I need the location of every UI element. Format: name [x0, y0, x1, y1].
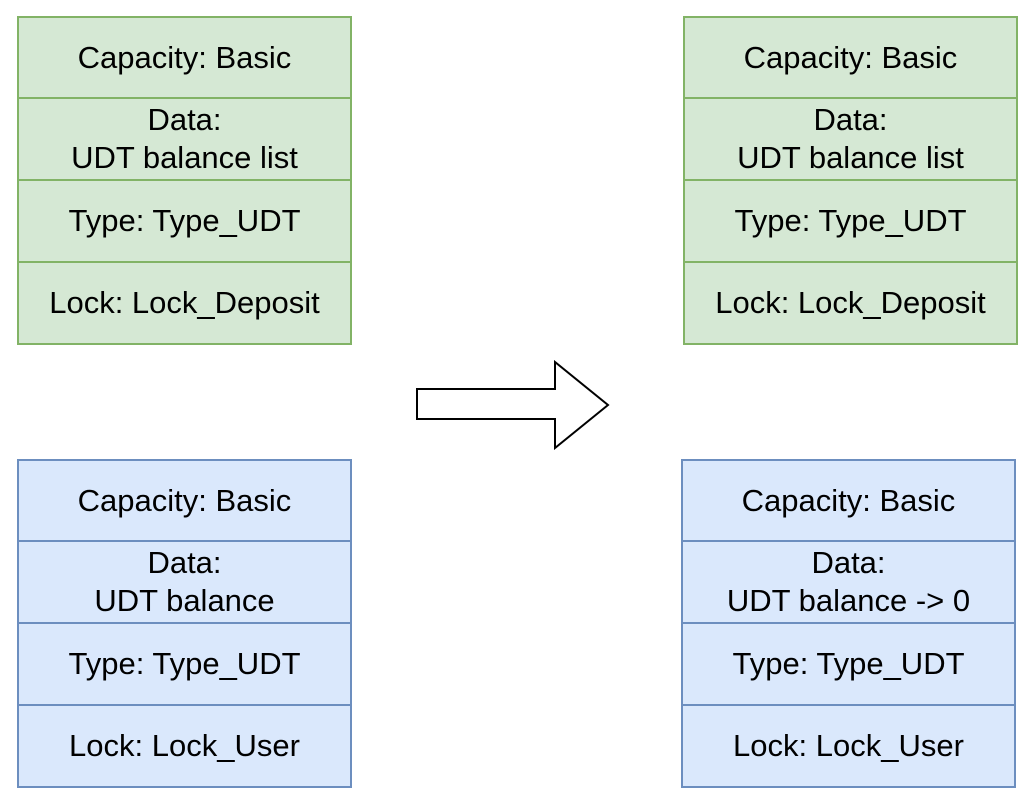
user-cell-before: Capacity: Basic Data: UDT balance Type: …	[17, 459, 352, 788]
capacity-field: Capacity: Basic	[683, 16, 1018, 99]
data-field: Data: UDT balance	[17, 540, 352, 624]
type-field: Type: Type_UDT	[17, 179, 352, 263]
capacity-text: Capacity: Basic	[741, 482, 956, 518]
type-text: Type: Type_UDT	[68, 646, 301, 681]
data-value: UDT balance	[94, 583, 275, 618]
lock-field: Lock: Lock_User	[681, 704, 1016, 788]
lock-field: Lock: Lock_User	[17, 704, 352, 788]
capacity-field: Capacity: Basic	[17, 459, 352, 542]
data-field: Data: UDT balance -> 0	[681, 540, 1016, 624]
type-field: Type: Type_UDT	[17, 622, 352, 706]
capacity-field: Capacity: Basic	[17, 16, 352, 99]
type-text: Type: Type_UDT	[732, 646, 965, 681]
type-text: Type: Type_UDT	[734, 203, 967, 238]
lock-text: Lock: Lock_Deposit	[715, 285, 986, 320]
type-field: Type: Type_UDT	[683, 179, 1018, 263]
data-label: Data:	[813, 102, 888, 137]
capacity-text: Capacity: Basic	[77, 482, 292, 518]
data-field: Data: UDT balance list	[17, 97, 352, 181]
lock-text: Lock: Lock_Deposit	[49, 285, 320, 320]
deposit-cell-after: Capacity: Basic Data: UDT balance list T…	[683, 16, 1018, 345]
right-arrow-shape	[416, 360, 610, 450]
data-label: Data:	[147, 102, 222, 137]
capacity-text: Capacity: Basic	[743, 39, 958, 75]
lock-text: Lock: Lock_User	[733, 728, 964, 763]
deposit-cell-before: Capacity: Basic Data: UDT balance list T…	[17, 16, 352, 345]
capacity-field: Capacity: Basic	[681, 459, 1016, 542]
lock-field: Lock: Lock_Deposit	[17, 261, 352, 345]
data-value: UDT balance list	[71, 140, 298, 175]
capacity-text: Capacity: Basic	[77, 39, 292, 75]
data-value: UDT balance -> 0	[726, 583, 971, 618]
data-value: UDT balance list	[737, 140, 964, 175]
user-cell-after: Capacity: Basic Data: UDT balance -> 0 T…	[681, 459, 1016, 788]
type-text: Type: Type_UDT	[68, 203, 301, 238]
data-label: Data:	[147, 545, 222, 580]
data-field: Data: UDT balance list	[683, 97, 1018, 181]
lock-field: Lock: Lock_Deposit	[683, 261, 1018, 345]
lock-text: Lock: Lock_User	[69, 728, 300, 763]
right-arrow-icon	[416, 360, 610, 450]
data-label: Data:	[811, 545, 886, 580]
type-field: Type: Type_UDT	[681, 622, 1016, 706]
